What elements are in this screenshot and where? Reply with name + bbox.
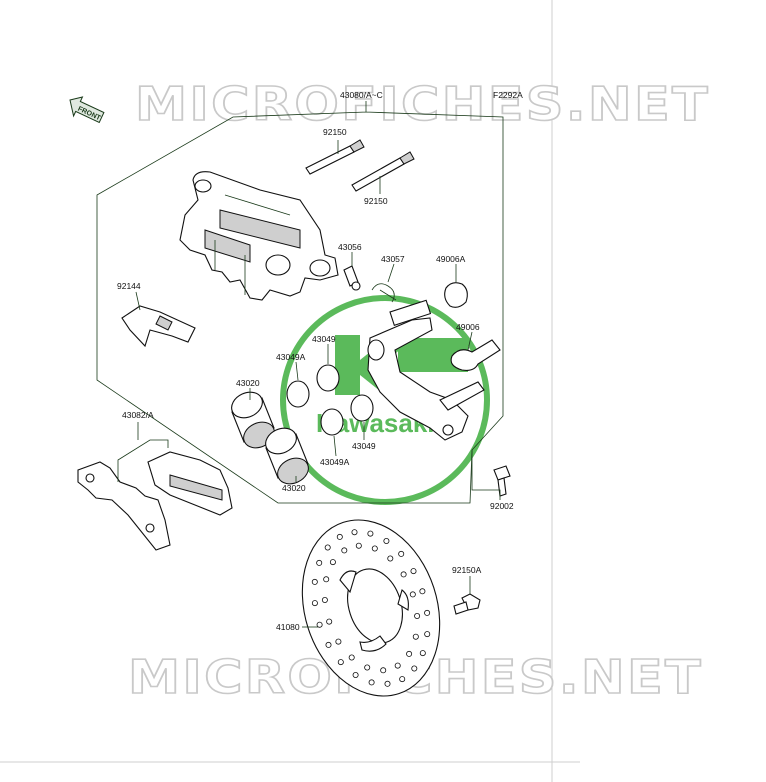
label-pads: 43082/A — [122, 410, 154, 420]
label-piston-upper: 43020 — [236, 378, 260, 388]
disc-hole — [380, 667, 387, 674]
piston-lower — [265, 427, 309, 485]
disc-hole — [406, 650, 413, 657]
disc-hole — [324, 544, 331, 551]
leader-clip — [387, 263, 395, 283]
disc-bolt — [453, 593, 481, 615]
label-piston-lower: 43020 — [282, 483, 306, 493]
front-arrow-icon: FRONT — [69, 96, 105, 124]
disc-hole — [400, 571, 407, 578]
disc-hole — [351, 529, 358, 536]
set-outline — [96, 101, 504, 504]
disc-hole — [412, 633, 419, 640]
disc-hole — [336, 533, 343, 540]
disc-hole — [316, 621, 323, 628]
label-pin-bottom: 92150 — [364, 196, 388, 206]
label-seal-a-lower: 43049A — [320, 457, 350, 467]
disc-hole — [367, 530, 374, 537]
leader-boot-b — [467, 331, 473, 351]
leader-pads — [117, 439, 169, 482]
watermark-top: MICROFICHES.NET — [135, 77, 710, 131]
seal-upper-pair — [286, 364, 340, 408]
leader-spring — [135, 291, 141, 311]
label-bleeder: 43056 — [338, 242, 362, 252]
caliper-body — [179, 171, 339, 301]
leader-seal-a-lower — [333, 435, 337, 457]
pad-spring — [121, 305, 196, 348]
brake-pads — [77, 451, 233, 551]
label-seal-lower: 43049 — [352, 441, 376, 451]
disc-hole — [311, 600, 318, 607]
disc-hole — [321, 597, 328, 604]
disc-hole — [311, 578, 318, 585]
disc-hole — [325, 641, 332, 648]
disc-hole — [355, 542, 362, 549]
label-disc-bolt: 92150A — [452, 565, 482, 575]
disc-hole — [419, 650, 426, 657]
label-clip: 43057 — [381, 254, 405, 264]
brake-disc — [301, 519, 441, 697]
disc-hole — [411, 665, 418, 672]
boot-b — [450, 339, 501, 371]
disc-hole — [410, 568, 417, 575]
clip — [371, 283, 397, 303]
disc-hole — [368, 679, 375, 686]
seal-lower-pair — [320, 394, 374, 436]
label-boot-b: 49006 — [456, 322, 480, 332]
pin-bottom — [351, 151, 415, 192]
label-seal-upper: 43049 — [312, 334, 336, 344]
disc-hole — [371, 545, 378, 552]
disc-hole — [337, 659, 344, 666]
label-disc: 41080 — [276, 622, 300, 632]
disc-hole — [394, 662, 401, 669]
disc-hole — [409, 591, 416, 598]
bleeder-valve — [343, 265, 361, 291]
disc-hole — [419, 588, 426, 595]
disc-hole — [352, 672, 359, 679]
disc-hole — [399, 676, 406, 683]
leader-bolt — [471, 450, 501, 500]
label-boot-a: 49006A — [436, 254, 466, 264]
caliper-bracket — [367, 299, 485, 441]
disc-hole — [364, 664, 371, 671]
disc-hole — [326, 618, 333, 625]
disc-hole — [316, 559, 323, 566]
disc-hole — [323, 576, 330, 583]
pin-top — [305, 139, 365, 175]
label-bolt: 92002 — [490, 501, 514, 511]
leader-seal-a-upper — [295, 361, 299, 381]
disc-hole — [424, 609, 431, 616]
disc-hole — [383, 538, 390, 545]
label-set: 43080/A~C — [340, 90, 383, 100]
label-seal-a-upper: 43049A — [276, 352, 306, 362]
label-pin-top: 92150 — [323, 127, 347, 137]
disc-hole — [335, 638, 342, 645]
disc-hole — [341, 547, 348, 554]
bolt — [493, 465, 511, 497]
figure-code: F2292A — [493, 90, 523, 100]
boot-a — [444, 282, 468, 308]
disc-hole — [398, 550, 405, 557]
label-spring: 92144 — [117, 281, 141, 291]
disc-hole — [424, 631, 431, 638]
disc-hole — [387, 555, 394, 562]
disc-hole — [384, 680, 391, 687]
disc-hole — [414, 613, 421, 620]
disc-hole — [348, 654, 355, 661]
disc-hole — [329, 559, 336, 566]
